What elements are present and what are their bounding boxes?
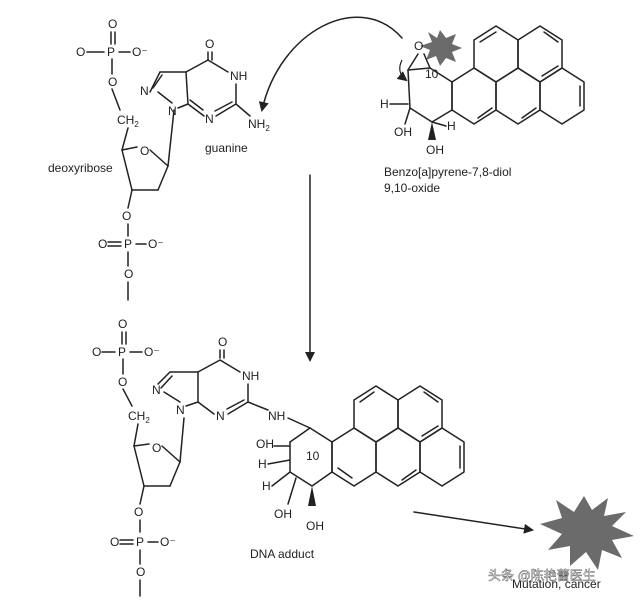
svg-text:O: O <box>152 441 161 455</box>
svg-text:P: P <box>118 345 126 359</box>
svg-text:OH: OH <box>426 143 444 157</box>
svg-text:OH: OH <box>256 437 274 451</box>
svg-text:OH: OH <box>274 507 292 521</box>
cancer-burst-icon <box>540 496 634 570</box>
svg-text:O: O <box>118 317 127 331</box>
bottom-phosphate-lower: O O P O⁻ O <box>110 485 176 597</box>
guanine-nh2: NH2 <box>248 117 270 133</box>
label-outcome: Mutation, cancer <box>512 577 601 591</box>
svg-text:O: O <box>118 375 127 389</box>
mutation-arrow <box>413 511 534 534</box>
label-deoxyribose: deoxyribose <box>48 161 113 175</box>
svg-text:O: O <box>124 267 133 281</box>
bottom-sugar-ring: O <box>133 417 185 487</box>
svg-text:OH: OH <box>306 519 324 533</box>
svg-text:O⁻: O⁻ <box>148 237 164 251</box>
svg-text:O: O <box>205 37 214 51</box>
top-guanine: N N N NH O NH2 <box>140 37 270 133</box>
svg-text:NH: NH <box>242 369 259 383</box>
svg-text:N: N <box>140 84 149 98</box>
svg-text:H: H <box>447 119 456 133</box>
svg-text:O: O <box>98 237 107 251</box>
svg-text:O⁻: O⁻ <box>160 535 176 549</box>
label-bpde-line2: 9,10-oxide <box>384 181 440 195</box>
svg-text:O: O <box>414 39 423 53</box>
bottom-guanine: N N N NH O <box>152 335 269 423</box>
adduct-nh-link: NH <box>268 409 285 423</box>
label-guanine: guanine <box>205 141 248 155</box>
svg-text:N: N <box>176 403 185 417</box>
top-nucleotide: O O P O⁻ O CH2 O O <box>48 17 270 301</box>
svg-text:P: P <box>136 535 144 549</box>
attack-arrow <box>258 16 403 112</box>
watermark: 头条 @陈艳蕾医生 <box>488 568 596 583</box>
bottom-phosphate-upper: O O P O⁻ O <box>92 317 160 407</box>
top-sugar-ring: O <box>121 109 175 191</box>
label-dna-adduct: DNA adduct <box>250 547 315 561</box>
top-ch2: CH2 <box>117 113 139 129</box>
svg-text:O: O <box>76 45 85 59</box>
svg-text:O: O <box>140 144 149 158</box>
svg-text:H: H <box>262 479 271 493</box>
top-phosphate-upper: O O P O⁻ O <box>76 17 148 111</box>
svg-text:H: H <box>380 97 389 111</box>
bottom-nucleotide: O O P O⁻ O CH2 O O O P <box>92 317 465 597</box>
svg-text:N: N <box>216 409 225 423</box>
adduct-bp: 10 OH H H OH OH <box>256 385 465 533</box>
svg-text:N: N <box>168 104 177 118</box>
svg-text:O⁻: O⁻ <box>144 345 160 359</box>
svg-text:N: N <box>205 112 214 126</box>
svg-text:N: N <box>152 383 161 397</box>
bottom-ch2: CH2 <box>128 409 150 425</box>
svg-text:O: O <box>108 75 117 89</box>
label-bpde-line1: Benzo[a]pyrene-7,8-diol <box>384 165 511 179</box>
svg-text:H: H <box>258 457 267 471</box>
svg-text:P: P <box>107 45 115 59</box>
bpde-molecule: O 10 H OH H OH <box>380 25 585 157</box>
svg-text:O: O <box>218 335 227 349</box>
svg-text:10: 10 <box>306 449 320 463</box>
svg-text:O: O <box>134 505 143 519</box>
svg-text:O: O <box>110 535 119 549</box>
svg-text:NH: NH <box>230 69 247 83</box>
svg-text:O⁻: O⁻ <box>132 45 148 59</box>
svg-text:P: P <box>124 237 132 251</box>
svg-text:O: O <box>136 565 145 579</box>
svg-text:O: O <box>122 209 131 223</box>
top-phosphate-lower: O O P O⁻ O <box>98 189 164 301</box>
svg-text:O: O <box>92 345 101 359</box>
epoxide-burst-icon <box>420 30 462 66</box>
svg-text:OH: OH <box>394 125 412 139</box>
svg-text:O: O <box>108 17 117 31</box>
